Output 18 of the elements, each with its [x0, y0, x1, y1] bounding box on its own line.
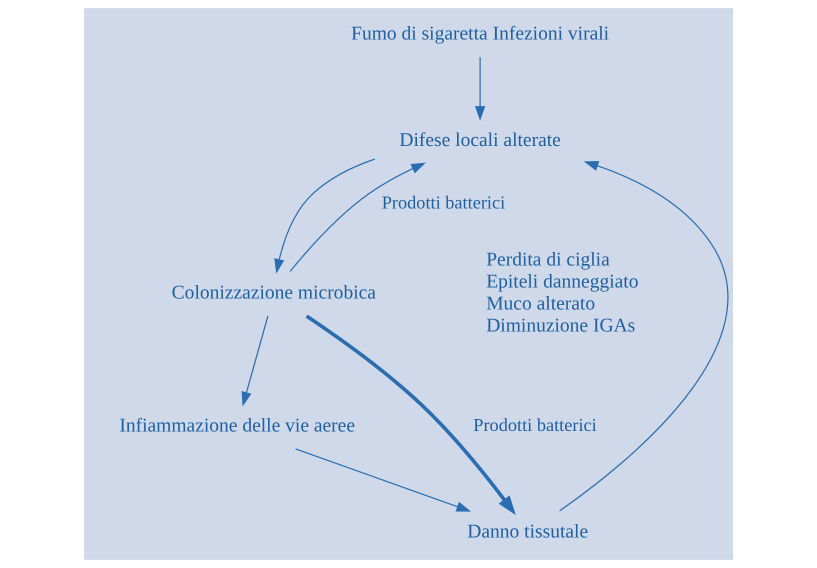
arrow	[274, 158, 375, 274]
node-label: Epiteli danneggiato	[486, 271, 639, 292]
node-label: Perdita di ciglia	[486, 249, 610, 270]
arrow	[242, 316, 269, 406]
arrow	[295, 448, 472, 512]
node-text: Fumo di sigaretta Infezioni virali	[351, 24, 610, 45]
node-text: Colonizzazione microbica	[172, 282, 376, 304]
arrow	[306, 314, 516, 516]
edge-label: Prodotti batterici	[382, 192, 506, 212]
node-text: Difese locali alterate	[399, 130, 561, 151]
edge-label: Prodotti batterici	[473, 415, 597, 436]
arrow	[290, 162, 426, 272]
node-text: Danno tissutale	[467, 522, 588, 543]
arrow	[559, 160, 728, 512]
node-text: Infiammazione delle vie aeree	[119, 415, 356, 436]
arrow	[474, 57, 486, 121]
node-label: Muco alterato	[486, 293, 596, 314]
node-label: Diminuzione IGAs	[486, 315, 636, 336]
